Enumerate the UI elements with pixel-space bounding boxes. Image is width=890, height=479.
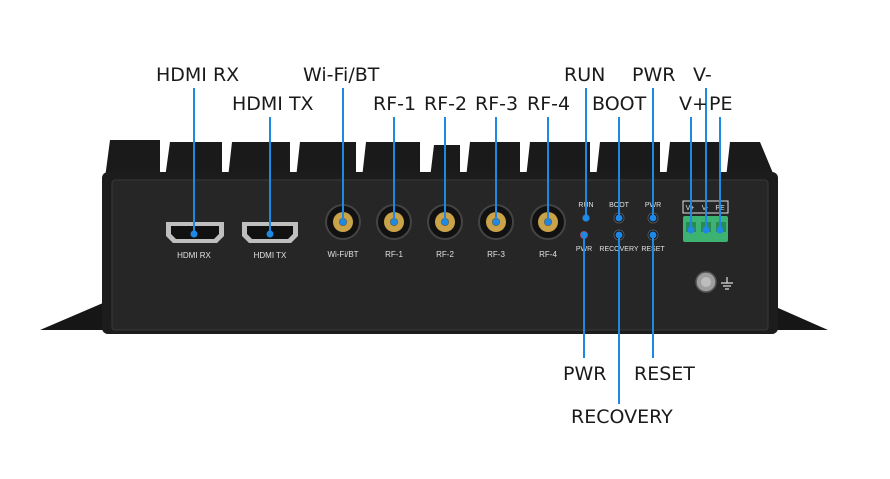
panel-label-rf-2: RF-2 (436, 250, 454, 259)
callout-recovery: RECOVERY (571, 406, 673, 428)
callout-wifi-bt: Wi-Fi/BT (303, 64, 380, 86)
ground-icon (721, 277, 733, 290)
rf-3-connector (478, 204, 514, 240)
ground-screw (695, 271, 717, 293)
panel-label-rf-4: RF-4 (539, 250, 557, 259)
callout-v-minus: V- (693, 64, 712, 86)
callout-hdmi-rx: HDMI RX (156, 64, 240, 86)
callout-run: RUN (564, 64, 606, 86)
callout-rf-2: RF-2 (424, 93, 468, 115)
callout-pwr-bottom: PWR (563, 363, 607, 385)
callout-boot: BOOT (592, 93, 647, 115)
panel-label-wifi-bt: Wi-Fi/BT (327, 250, 358, 259)
leader-lines (193, 88, 721, 404)
left-mount-foot (40, 300, 110, 330)
callout-reset: RESET (634, 363, 695, 385)
callout-rf-1: RF-1 (373, 93, 417, 115)
panel-label-rf-1: RF-1 (385, 250, 403, 259)
panel-label-rf-3: RF-3 (487, 250, 505, 259)
callout-pwr-top: PWR (632, 64, 676, 86)
heatsink-fins (105, 140, 775, 178)
panel-label-hdmi-tx: HDMI TX (254, 251, 287, 260)
panel-label-hdmi-rx: HDMI RX (177, 251, 211, 260)
front-panel (111, 179, 769, 331)
leader-dots (190, 214, 724, 239)
callout-v-plus: V+ (679, 93, 708, 115)
callout-rf-3: RF-3 (475, 93, 519, 115)
callout-pe: PE (709, 93, 733, 115)
callout-hdmi-tx: HDMI TX (232, 93, 314, 115)
callout-rf-4: RF-4 (527, 93, 571, 115)
